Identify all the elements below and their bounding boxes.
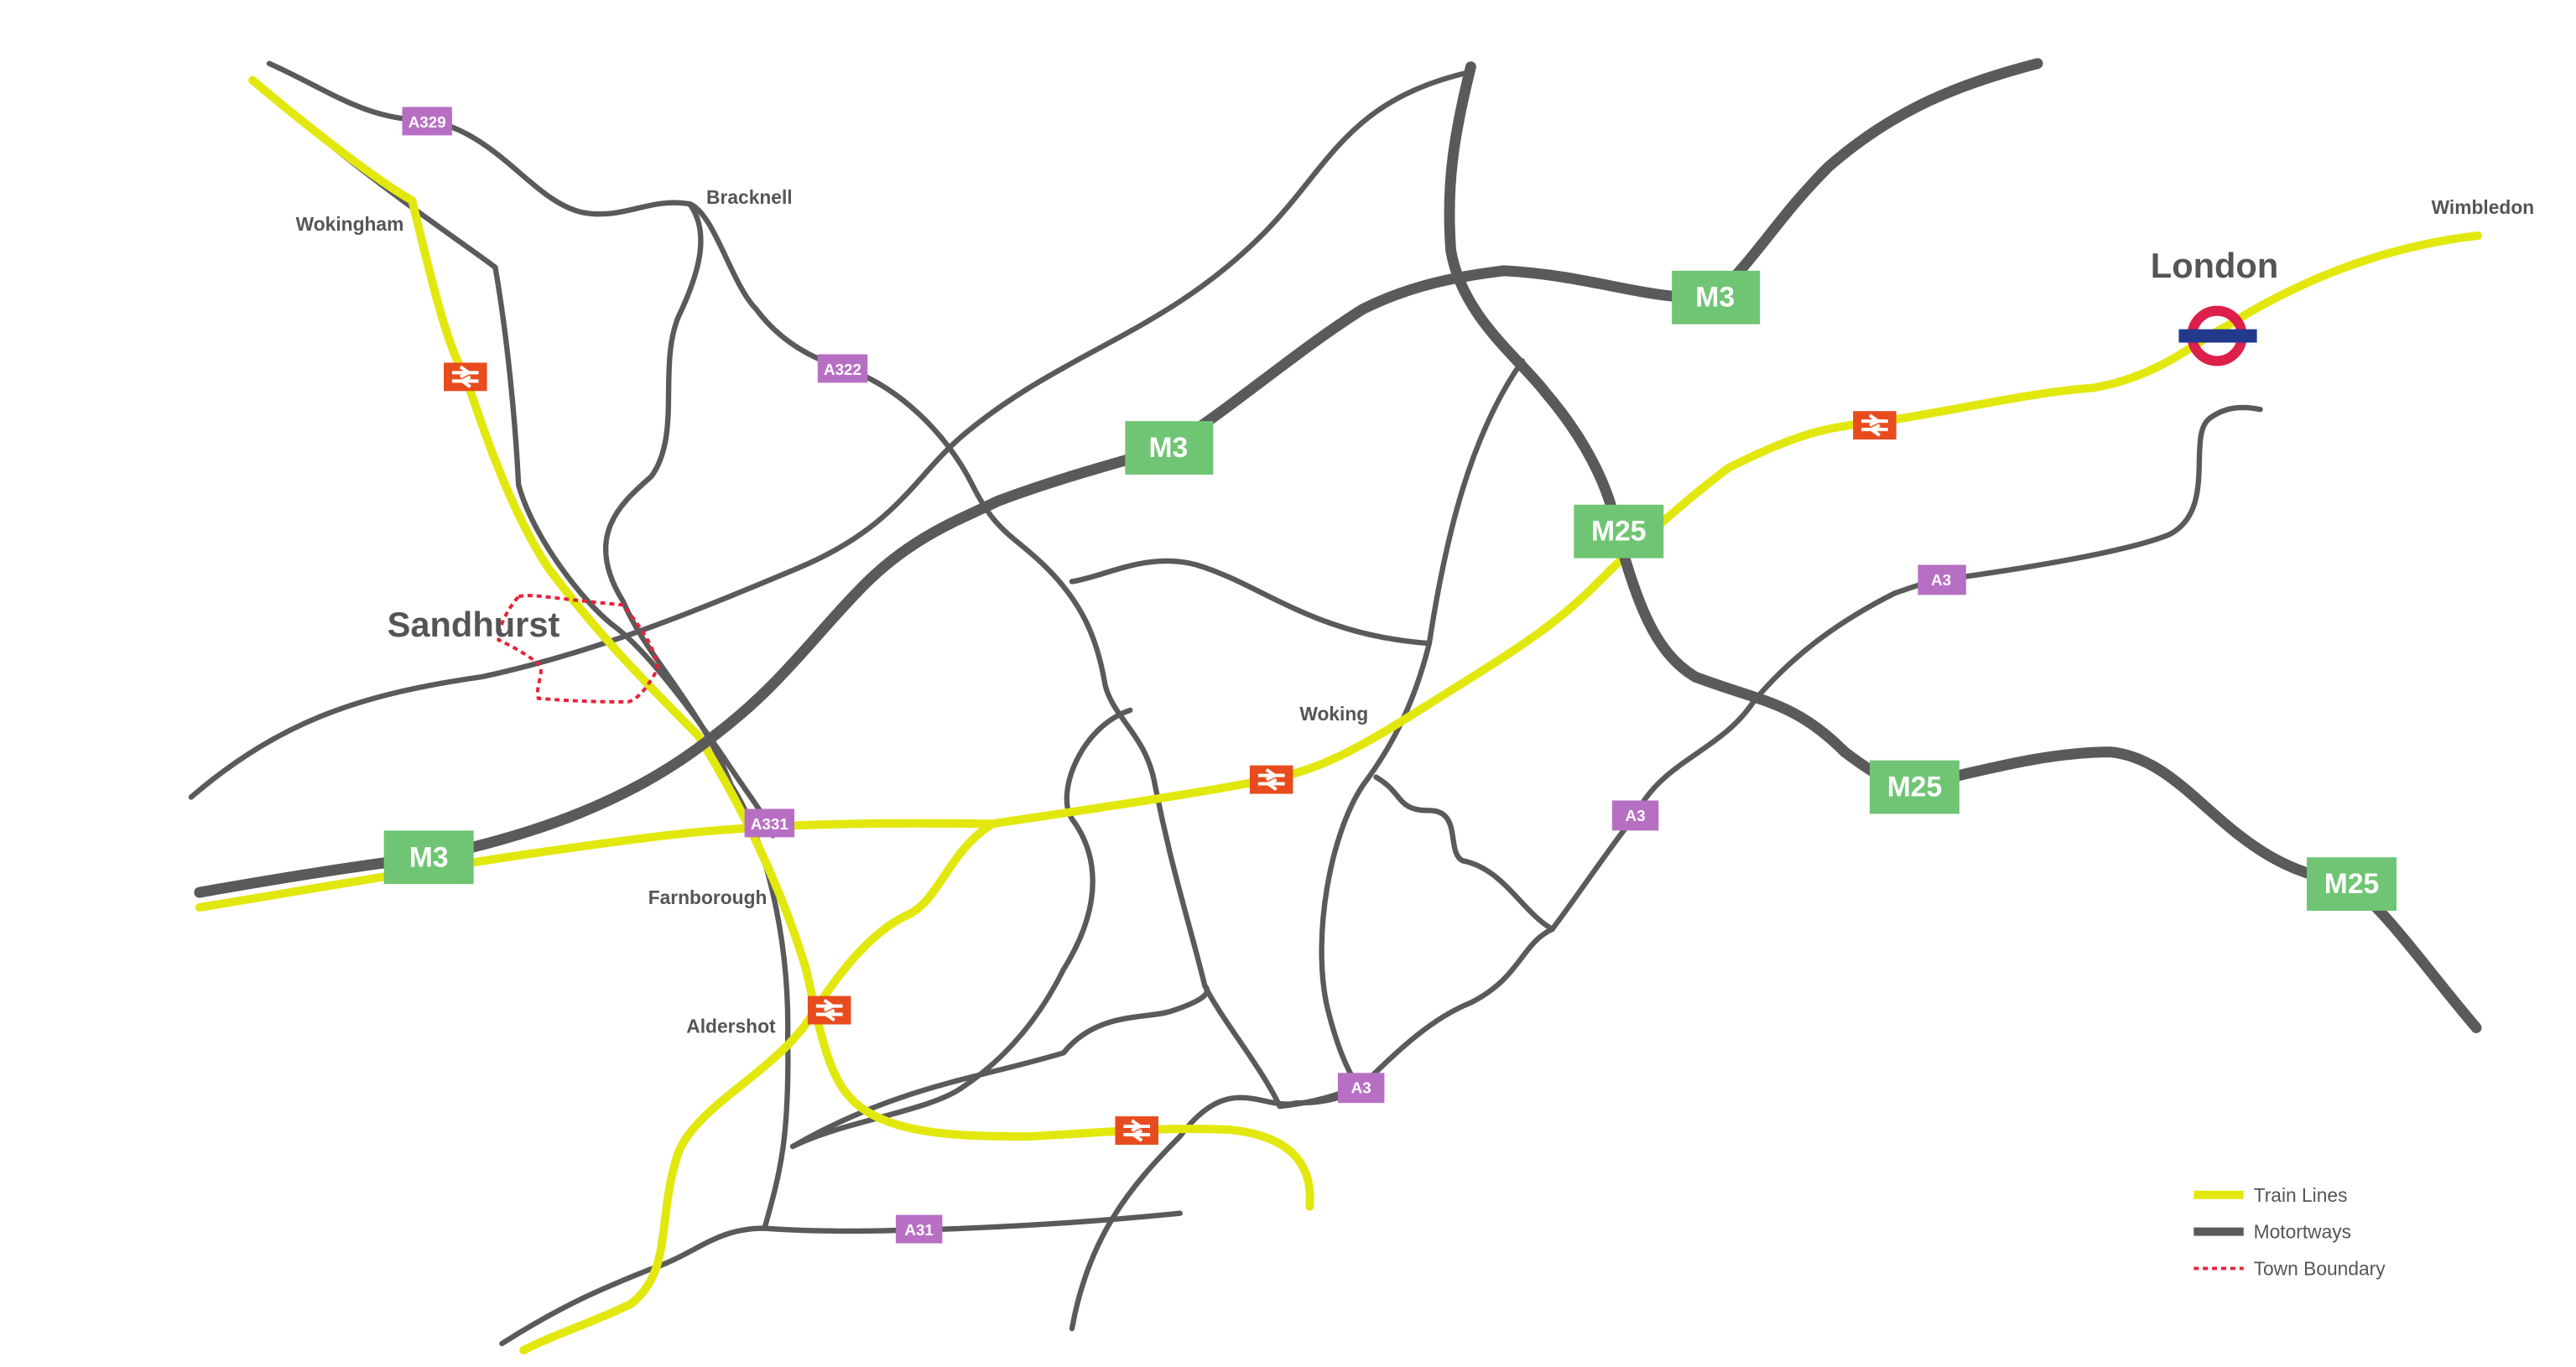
motorway-m3 [194,58,2043,898]
svg-text:A3: A3 [1351,1079,1371,1097]
rail-wokingham-aldershot [248,75,1314,1211]
sign-m3-west: M3 [383,830,474,885]
svg-text:M3: M3 [1148,432,1188,464]
rail-layer [195,75,2483,1355]
rail-station-icon-aldershot [805,994,853,1027]
svg-text:A3: A3 [1626,807,1646,824]
town-label-wimbledon: Wimbledon [2432,196,2535,218]
rail-m3-corridor [195,231,2483,912]
sign-a3-mid: A3 [1611,800,1659,831]
road-central-north [1319,358,1526,1089]
road-woking-wiggle [1373,774,1555,933]
rail-station-icon-woking [1247,763,1295,796]
svg-text:M25: M25 [1887,771,1942,803]
sign-a3-south: A3 [1337,1073,1385,1104]
sign-m3-mid: M3 [1125,421,1214,475]
a-road-signs: A329 A322 A331 A31 A3 A3 A3 [402,107,1966,1244]
rail-stations [442,361,1898,1146]
road-a3-main [1549,404,2263,933]
svg-text:M3: M3 [1695,282,1735,314]
underground-roundel-icon [2178,305,2257,366]
sign-a329: A329 [402,107,452,136]
road-west-diagonal [188,69,1474,800]
svg-text:M25: M25 [2324,868,2379,900]
sign-a322: A322 [817,354,868,383]
sign-m25-south: M25 [2307,857,2397,912]
town-labels: Wokingham Bracknell Sandhurst Farnboroug… [296,186,2534,1037]
legend: Train Lines Motortways Town Boundary [2194,1184,2386,1279]
sign-m25-mid: M25 [1869,760,1959,814]
roads-layer [188,60,2263,1347]
road-south-east [1069,1084,1364,1332]
svg-text:A331: A331 [751,815,788,833]
road-wokingham-south [326,141,776,839]
sandhurst-town-boundary [497,594,660,704]
svg-text:M3: M3 [409,841,449,873]
rail-station-icon-east [1851,409,1898,442]
sign-m25-north: M25 [1574,504,1664,559]
road-south-loop [789,707,1133,1150]
legend-boundary-label: Town Boundary [2254,1257,2386,1279]
town-label-farnborough: Farnborough [648,886,768,908]
svg-text:A322: A322 [824,361,861,378]
motorway-m25 [1444,61,2482,1033]
sign-a331: A331 [744,808,795,838]
sign-m3-east: M3 [1672,270,1761,325]
svg-text:M25: M25 [1591,516,1646,548]
road-a329 [266,60,846,371]
town-label-sandhurst: Sandhurst [388,605,560,644]
motorway-signs: M3 M3 M3 M25 M25 M25 [383,270,2397,912]
sign-a31: A31 [895,1214,943,1244]
road-south-connector [789,983,1210,1150]
road-central-loop [1069,558,1433,647]
town-label-london: London [2151,246,2278,285]
town-label-aldershot: Aldershot [686,1015,776,1037]
legend-motorway-label: Motortways [2254,1221,2351,1243]
rail-aldershot-branch [519,819,997,1355]
svg-text:A329: A329 [409,113,446,131]
legend-train-label: Train Lines [2254,1184,2348,1206]
svg-text:A3: A3 [1931,571,1951,589]
road-a322 [840,365,1364,1110]
road-a31 [499,1210,1183,1347]
sign-a3-north: A3 [1918,564,1966,595]
town-label-wokingham: Wokingham [296,213,404,235]
town-label-bracknell: Bracknell [706,186,793,208]
svg-text:A31: A31 [904,1221,934,1239]
town-label-woking: Woking [1299,703,1368,725]
rail-station-icon-wokingham [442,361,489,393]
road-a3-south [1358,926,1555,1089]
rail-station-icon-south [1113,1115,1160,1146]
